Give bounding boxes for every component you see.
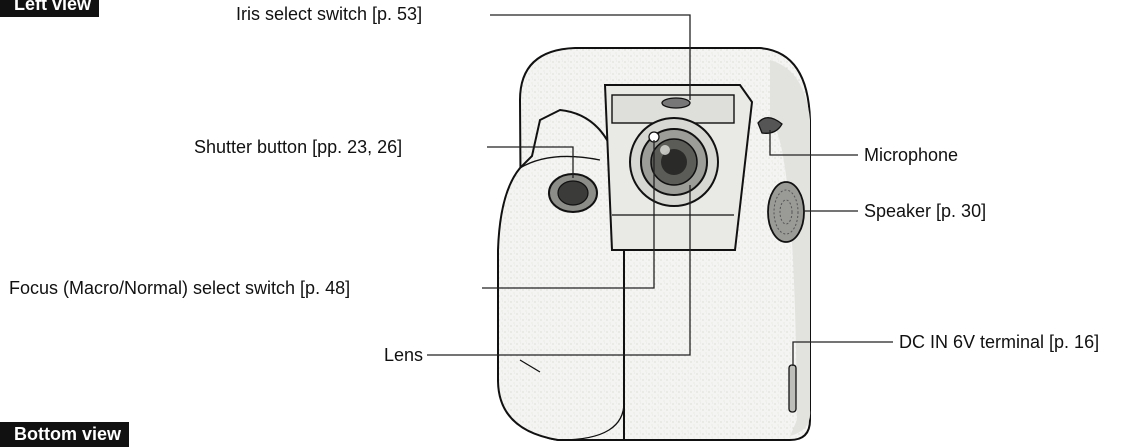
callout-shutter-button: Shutter button [pp. 23, 26] bbox=[194, 137, 403, 157]
leader-iris-select-switch bbox=[490, 14, 691, 100]
callout-speaker: Speaker [p. 30] bbox=[864, 201, 987, 221]
section-tag-bottom-view: Bottom view bbox=[0, 422, 130, 447]
callout-dc-in-terminal: DC IN 6V terminal [p. 16] bbox=[899, 332, 1100, 352]
leader-focus-select-switch bbox=[482, 140, 655, 289]
leader-lens bbox=[427, 185, 691, 356]
leader-shutter-button bbox=[487, 146, 574, 178]
callout-focus-select-switch: Focus (Macro/Normal) select switch [p. 4… bbox=[9, 278, 351, 298]
callout-iris-select-switch: Iris select switch [p. 53] bbox=[236, 4, 423, 24]
leader-microphone bbox=[769, 130, 858, 156]
callout-microphone: Microphone bbox=[864, 145, 959, 165]
callout-lens: Lens bbox=[384, 345, 424, 365]
section-tag-left-view: Left view bbox=[0, 0, 100, 17]
leader-dc-in-terminal bbox=[792, 341, 893, 366]
